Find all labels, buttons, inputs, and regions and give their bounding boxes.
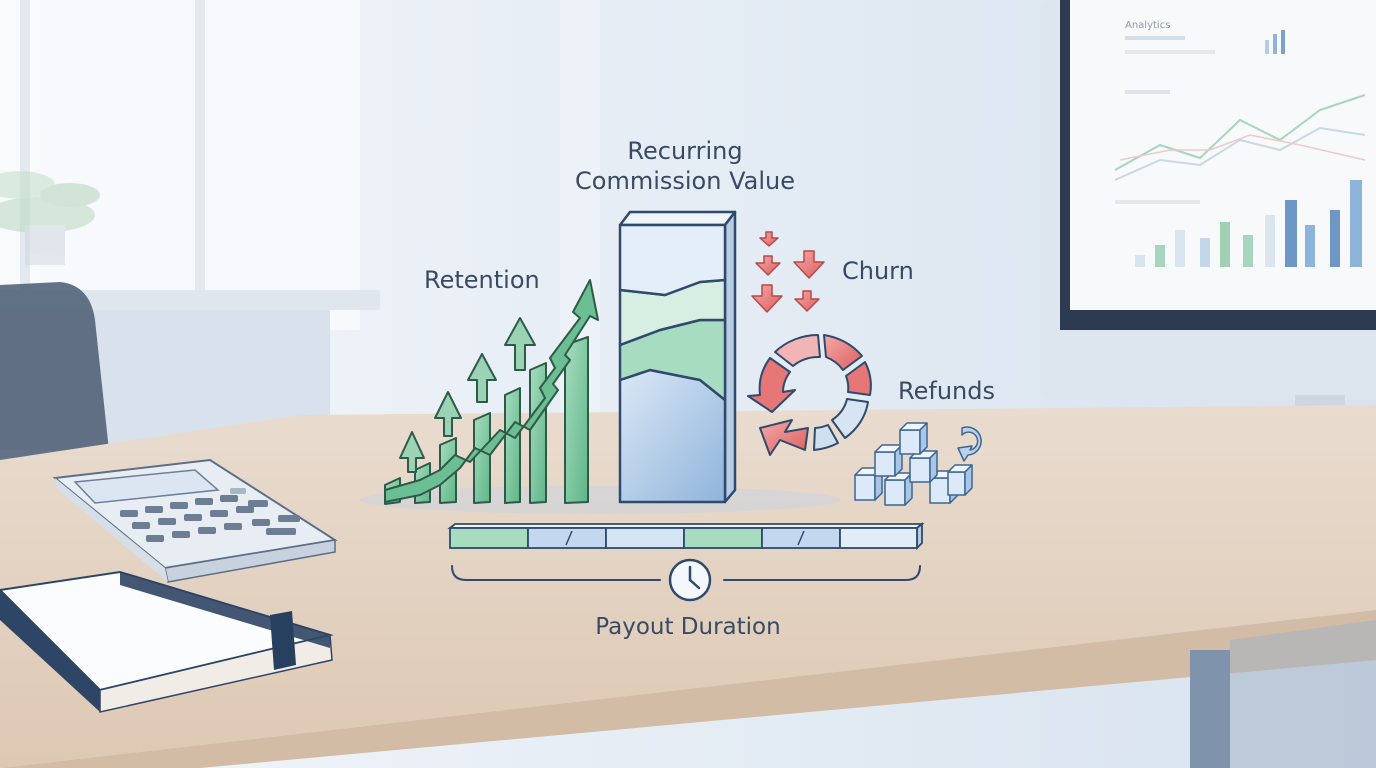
diagram-title-line2: Commission Value <box>575 167 795 195</box>
cube <box>874 444 903 477</box>
stack-segment-top <box>618 223 727 297</box>
svg-text:Analytics: Analytics <box>1125 20 1170 31</box>
diagram-title-line1: Recurring <box>627 137 743 165</box>
notebook <box>0 570 334 713</box>
stack-segment-lower <box>618 368 727 504</box>
down-arrow-icon <box>794 290 820 312</box>
diagram-shadow <box>360 486 840 514</box>
timeline-segment <box>605 527 685 549</box>
retention-label: Retention <box>424 266 540 294</box>
monitor: Analytics <box>1040 0 1376 485</box>
churn-cycle-ring <box>747 334 872 456</box>
refund-cubes <box>854 422 982 506</box>
stack-right-face <box>723 210 737 504</box>
down-arrow-icon <box>751 284 783 313</box>
retention-growth-graphic <box>384 279 599 505</box>
timeline-segment <box>683 527 763 549</box>
cube <box>884 472 913 506</box>
duration-bracket <box>451 565 921 581</box>
plant <box>0 171 100 265</box>
retention-trend-arrow <box>384 279 599 503</box>
chair <box>0 282 110 460</box>
refund-return-arrow-icon <box>957 426 982 462</box>
calculator <box>52 458 338 583</box>
clock-icon <box>668 558 712 602</box>
payout-timeline-bar <box>447 522 925 551</box>
cube <box>947 464 973 496</box>
down-arrow-icon <box>755 255 781 276</box>
churn-label: Churn <box>842 257 914 285</box>
payout-duration-label: Payout Duration <box>595 614 781 640</box>
commission-value-stack <box>618 210 737 504</box>
down-arrow-icon <box>759 231 779 247</box>
churn-arrows <box>751 231 825 313</box>
retention-up-arrow <box>399 317 536 473</box>
timeline-segment <box>839 527 918 549</box>
cube <box>899 422 928 455</box>
down-arrow-icon <box>793 250 825 279</box>
stack-top-face <box>618 210 737 227</box>
timeline-segment <box>449 527 529 549</box>
timeline-segment <box>527 527 607 549</box>
refunds-label: Refunds <box>898 377 995 405</box>
cube <box>909 450 938 483</box>
